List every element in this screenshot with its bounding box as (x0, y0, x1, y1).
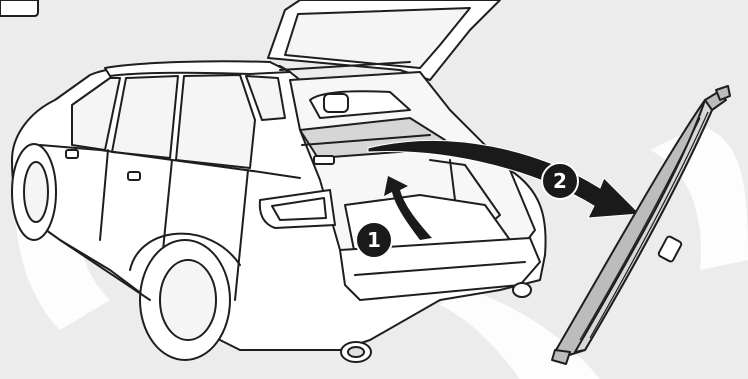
tailgate-glass (284, 7, 471, 69)
tail-light-inner (271, 197, 327, 221)
door-handle (65, 149, 79, 159)
step-2-badge (541, 162, 579, 200)
front-wheel-rim (23, 161, 49, 223)
luggage-cover-icon (551, 85, 731, 365)
cover-handle (313, 155, 335, 165)
car-window-front (71, 77, 121, 151)
step-1-badge (355, 221, 393, 259)
corner-tab-icon (0, 0, 39, 17)
exhaust-pipe (347, 346, 365, 358)
cover-seam (579, 117, 701, 341)
rear-wheel-rim (159, 259, 217, 341)
car-window-mid (111, 75, 179, 159)
step-2-number: 2 (553, 169, 567, 193)
step-1-number: 1 (367, 228, 381, 252)
car-sill (59, 239, 151, 301)
door-handle (127, 171, 141, 181)
cover-end-cap (551, 349, 571, 365)
car-window-quarter (245, 75, 286, 121)
arrow-icon (384, 176, 432, 240)
exhaust-pipe (512, 282, 532, 298)
step-2-marker: 2 (541, 162, 579, 200)
headrest (323, 93, 349, 113)
car-door-line (99, 149, 109, 241)
tailgate-strut (279, 61, 411, 71)
car-belt-line (39, 144, 301, 179)
cover-seam (589, 111, 709, 339)
car-window-rear (175, 74, 256, 169)
step-1-marker: 1 (355, 221, 393, 259)
cover-grip (657, 235, 683, 263)
step-arrows (367, 139, 642, 240)
cover-end-cap (715, 85, 731, 101)
bumper-line (354, 261, 526, 276)
car-door-line (234, 169, 249, 301)
trunk-wall (449, 159, 456, 201)
cover-housing-edge (574, 99, 713, 353)
installed-cover-line (301, 134, 431, 146)
car-roof (104, 60, 291, 77)
rear-wheel-arch (129, 232, 241, 271)
arrow-icon (367, 139, 642, 219)
car-icon (11, 0, 547, 363)
